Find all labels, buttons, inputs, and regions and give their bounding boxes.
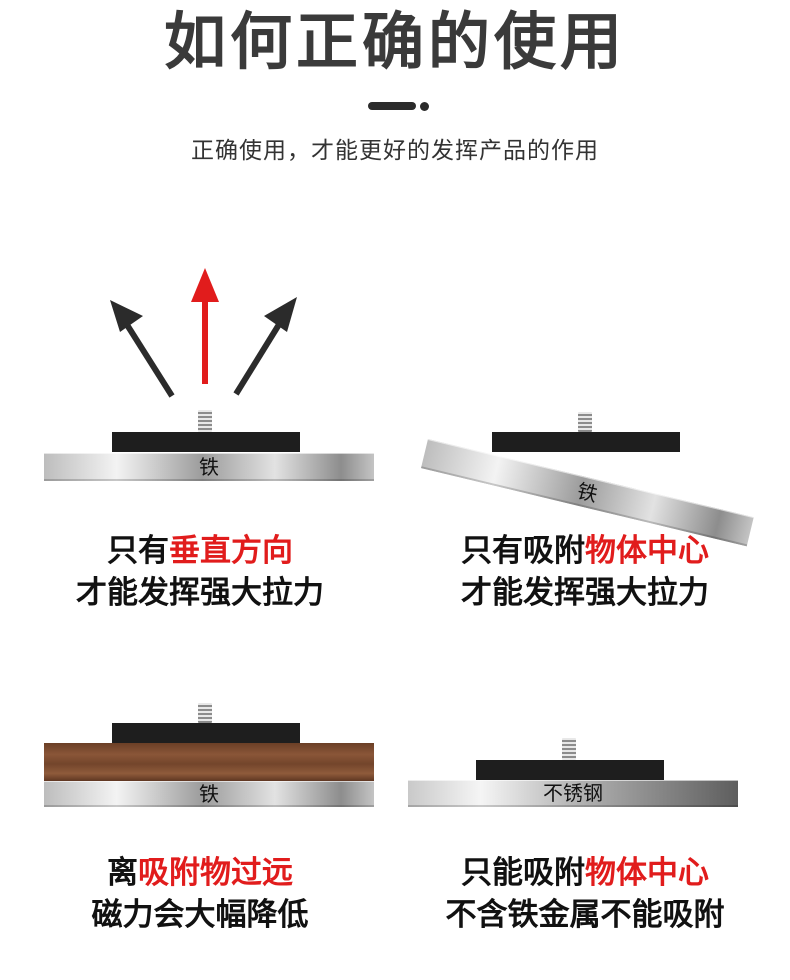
caption-highlight: 物体中心 <box>585 533 709 569</box>
caption-text: 不含铁金属不能吸附 <box>445 897 725 933</box>
mounting-screw <box>578 412 592 432</box>
page-title: 如何正确的使用 <box>163 5 626 78</box>
title-divider <box>368 102 416 110</box>
caption-distance: 离吸附物过远 磁力会大幅降低 <box>30 852 370 936</box>
magnet-base <box>112 723 300 743</box>
mounting-screw <box>198 703 212 723</box>
caption-text: 才能发挥强大拉力 <box>76 575 324 611</box>
iron-plate: 铁 <box>44 453 374 481</box>
arrow-up-left-icon <box>110 300 175 398</box>
arrow-up-right-icon <box>233 297 297 396</box>
caption-highlight: 吸附物过远 <box>138 855 293 891</box>
caption-highlight: 垂直方向 <box>169 533 293 569</box>
caption-text: 只有 <box>107 533 169 569</box>
stainless-steel-plate: 不锈钢 <box>408 780 738 807</box>
caption-text: 只能吸附 <box>461 855 585 891</box>
caption-center: 只有吸附物体中心 才能发挥强大拉力 <box>405 530 765 614</box>
title-divider-dot <box>420 102 429 111</box>
caption-text: 只有吸附 <box>461 533 585 569</box>
pull-direction-arrows <box>110 268 297 398</box>
wood-spacer <box>44 743 374 781</box>
caption-text: 才能发挥强大拉力 <box>461 575 709 611</box>
caption-highlight: 物体中心 <box>585 855 709 891</box>
magnet-base <box>112 432 300 452</box>
caption-stainless: 只能吸附物体中心 不含铁金属不能吸附 <box>395 852 775 936</box>
caption-text: 离 <box>107 855 138 891</box>
iron-plate: 铁 <box>44 781 374 807</box>
caption-text: 磁力会大幅降低 <box>91 897 309 933</box>
magnet-base <box>476 760 664 780</box>
arrow-up-red-icon <box>191 268 219 384</box>
mounting-screw <box>198 410 212 432</box>
mounting-screw <box>562 738 576 760</box>
caption-vertical: 只有垂直方向 才能发挥强大拉力 <box>30 530 370 614</box>
magnet-base <box>492 432 680 452</box>
page-subtitle: 正确使用，才能更好的发挥产品的作用 <box>191 138 599 164</box>
